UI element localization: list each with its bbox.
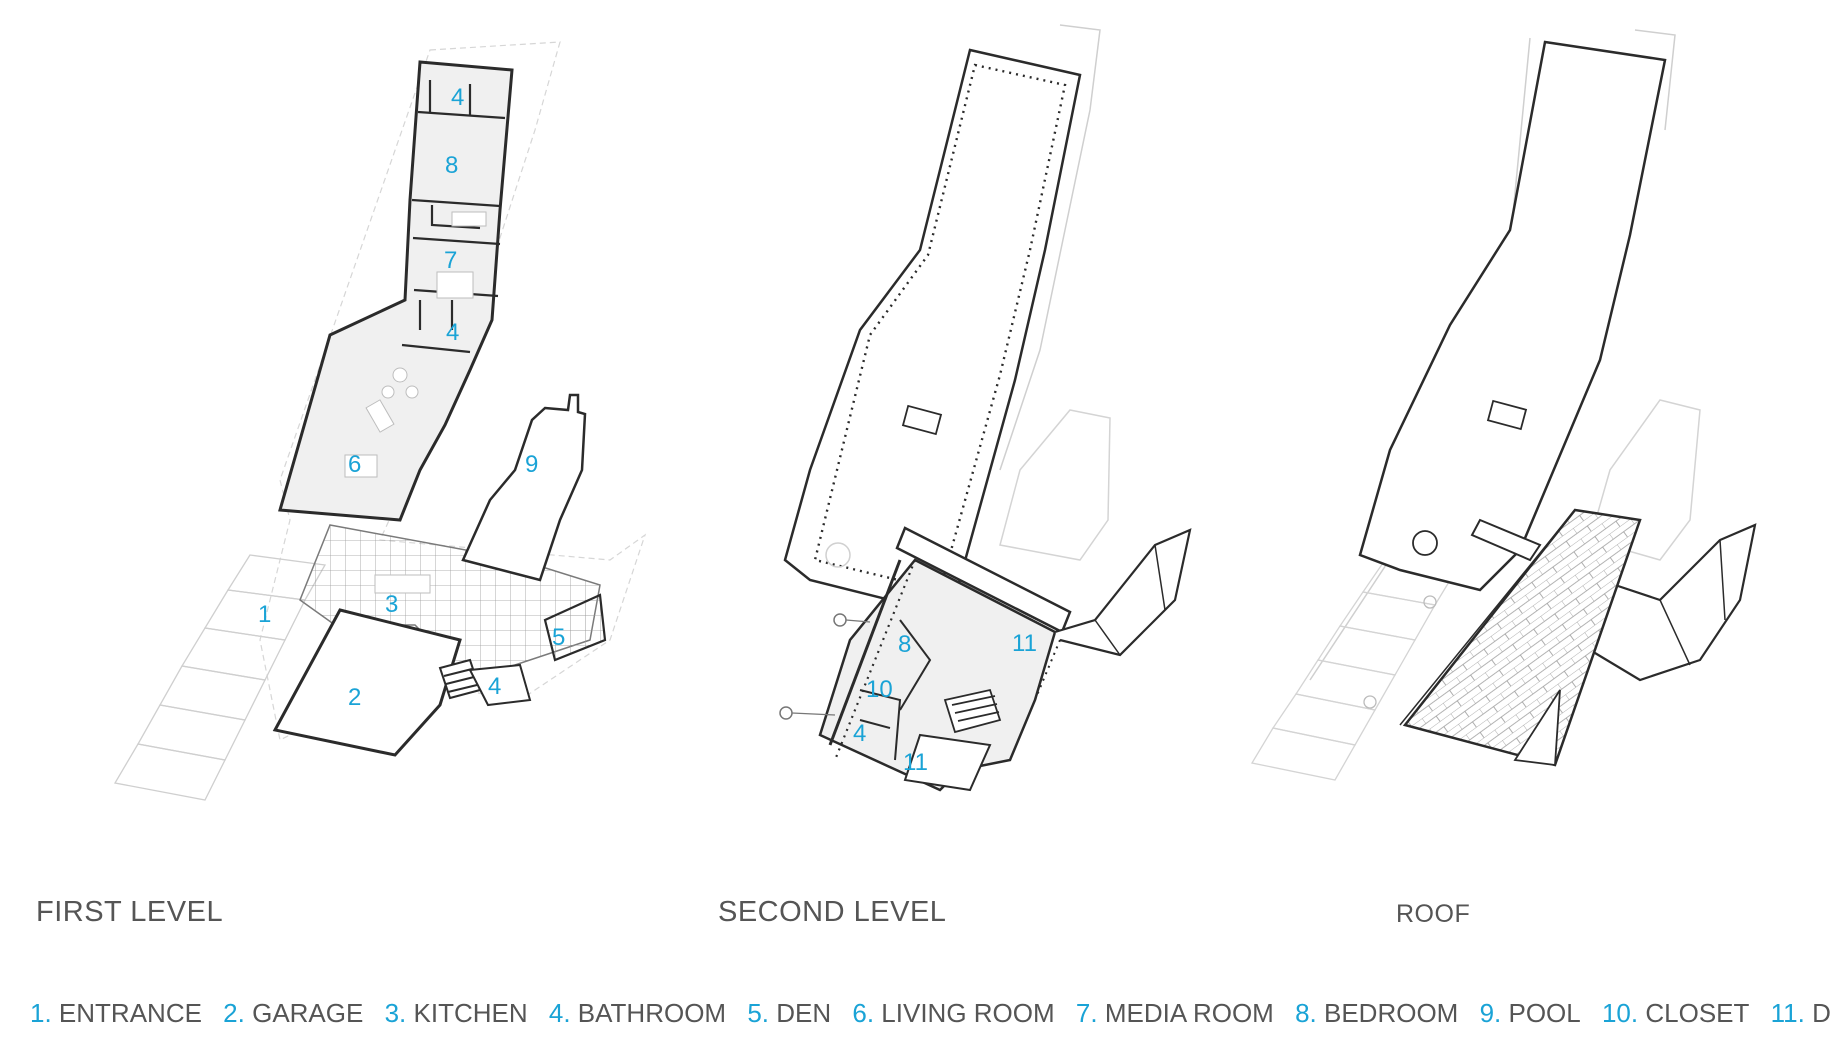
legend-item: 7. MEDIA ROOM bbox=[1076, 998, 1274, 1028]
legend-label: BATHROOM bbox=[577, 998, 727, 1028]
legend-number: 8. bbox=[1295, 998, 1317, 1028]
room-number-media-room: 7 bbox=[444, 247, 457, 274]
room-number-living-room: 6 bbox=[348, 451, 361, 478]
room-number-den: 5 bbox=[552, 624, 565, 651]
legend-item: 6. LIVING ROOM bbox=[852, 998, 1054, 1028]
legend-item: 2. GARAGE bbox=[223, 998, 363, 1028]
second-level-title: SECOND LEVEL bbox=[718, 896, 947, 928]
legend-item: 3. KITCHEN bbox=[385, 998, 528, 1028]
legend-number: 1. bbox=[30, 998, 52, 1028]
roof-plan bbox=[1250, 29, 1757, 781]
legend-label: CLOSET bbox=[1645, 998, 1750, 1028]
legend-number: 4. bbox=[548, 998, 571, 1028]
legend-item: 5. DEN bbox=[747, 998, 831, 1028]
legend-item: 11. DECK bbox=[1771, 998, 1832, 1028]
room-number-bathroom: 4 bbox=[446, 319, 459, 346]
room-number-bedroom: 8 bbox=[898, 631, 911, 658]
second-level-upper-slab bbox=[783, 48, 1082, 617]
room-number-kitchen: 3 bbox=[385, 591, 398, 618]
legend-label: DEN bbox=[776, 998, 832, 1028]
legend-number: 5. bbox=[747, 998, 769, 1028]
legend-number: 10. bbox=[1601, 998, 1639, 1028]
legend-item: 1. ENTRANCE bbox=[30, 998, 202, 1028]
roof-outline bbox=[1358, 40, 1667, 592]
legend-item: 8. BEDROOM bbox=[1295, 998, 1458, 1028]
legend-label: ENTRANCE bbox=[58, 998, 202, 1028]
room-number-garage: 2 bbox=[348, 684, 361, 711]
legend-number: 11. bbox=[1770, 998, 1805, 1028]
legend-item: 9. POOL bbox=[1480, 998, 1581, 1028]
legend-item: 10. CLOSET bbox=[1602, 998, 1749, 1028]
legend-label: BEDROOM bbox=[1323, 998, 1459, 1028]
first-level-title: FIRST LEVEL bbox=[36, 896, 224, 928]
legend-label: KITCHEN bbox=[413, 998, 528, 1028]
room-number-bathroom: 4 bbox=[488, 673, 501, 700]
legend-number: 9. bbox=[1479, 998, 1502, 1028]
room-number-bathroom: 4 bbox=[853, 720, 866, 747]
legend-number: 6. bbox=[852, 998, 875, 1028]
legend-label: LIVING ROOM bbox=[881, 998, 1055, 1028]
room-number-bedroom: 8 bbox=[445, 152, 458, 179]
room-number-bathroom: 4 bbox=[451, 84, 464, 111]
room-number-deck: 11 bbox=[903, 749, 928, 776]
room-number-closet: 10 bbox=[866, 676, 893, 703]
first-level-plan: 4 8 7 4 6 9 1 3 5 4 2 bbox=[113, 41, 647, 801]
legend-label: DECK bbox=[1812, 998, 1832, 1028]
legend-label: GARAGE bbox=[252, 998, 364, 1028]
legend-number: 7. bbox=[1075, 998, 1098, 1028]
room-number-entrance: 1 bbox=[258, 601, 271, 628]
legend-item: 4. BATHROOM bbox=[549, 998, 726, 1028]
legend-number: 3. bbox=[384, 998, 407, 1028]
first-level-walls bbox=[278, 60, 514, 522]
room-number-deck: 11 bbox=[1012, 630, 1037, 657]
room-legend: 1. ENTRANCE 2. GARAGE 3. KITCHEN 4. BATH… bbox=[30, 998, 1832, 1029]
entrance-steps bbox=[113, 554, 327, 801]
legend-label: POOL bbox=[1508, 998, 1581, 1028]
room-number-pool: 9 bbox=[525, 451, 538, 478]
legend-number: 2. bbox=[223, 998, 245, 1028]
garage-walls bbox=[272, 608, 462, 757]
second-level-plan: 8 11 10 4 11 bbox=[779, 24, 1192, 792]
roof-title: ROOF bbox=[1396, 900, 1471, 928]
pool bbox=[461, 393, 587, 582]
legend-label: MEDIA ROOM bbox=[1104, 998, 1274, 1028]
